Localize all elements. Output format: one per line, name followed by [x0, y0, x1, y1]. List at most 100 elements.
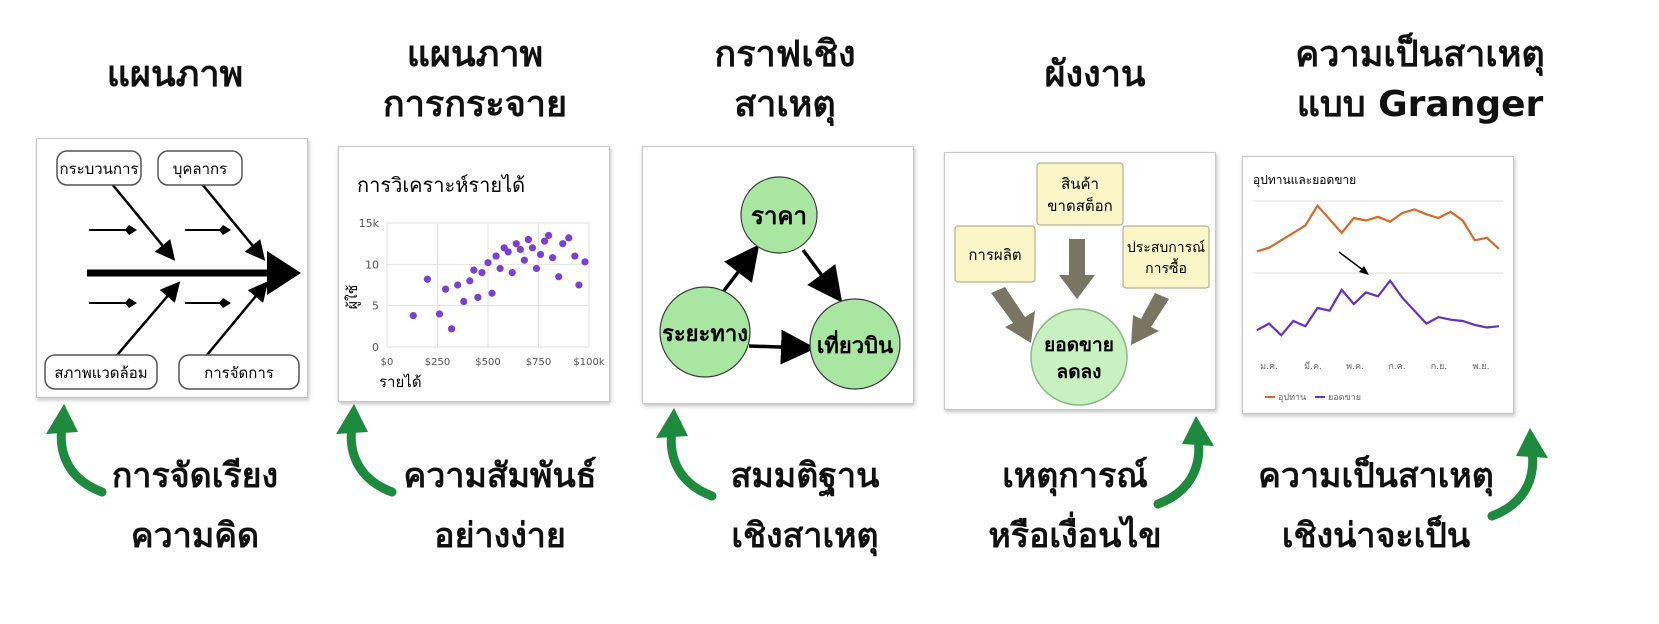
- flow-arrow-experience: [1131, 293, 1169, 345]
- scatter-point: [423, 275, 431, 283]
- granger-x-tick-label: ม.ค.: [1260, 362, 1278, 372]
- scatter-point: [581, 258, 589, 266]
- flow-box-production-label: การผลิต: [968, 246, 1021, 264]
- fishbone-label-management: การจัดการ: [204, 364, 274, 382]
- flow-arrows: [991, 239, 1169, 345]
- flow-result-label-2: ลดลง: [1057, 361, 1102, 383]
- granger-title: ความเป็นสาเหตุ แบบ Granger: [1250, 30, 1590, 130]
- scatter-point: [409, 311, 417, 320]
- flow-title-line: ผังงาน: [1044, 54, 1146, 95]
- curved-arrow-icon: [656, 408, 717, 501]
- scatter-point: [512, 240, 520, 248]
- scatter-point: [549, 254, 557, 262]
- causal-graph: ราคา ระยะทาง เที่ยวบิน: [659, 176, 901, 390]
- granger-panel: อุปทานและยอดขาย ม.ค. มี.ค. พ.ค. ก.ค. ก.ย. พ.ย…: [1242, 156, 1514, 414]
- granger-x-tick-label: ก.ค.: [1388, 362, 1405, 372]
- scatter-caption-line-1: ความสัมพันธ์: [403, 456, 597, 496]
- flow-box-experience-label-2: การซื้อ: [1145, 258, 1187, 277]
- flow-box-experience-label-1: ประสบการณ์: [1127, 239, 1205, 256]
- scatter-y-tick-label: 15k: [359, 217, 380, 230]
- flow-box-experience: [1122, 225, 1210, 289]
- fishbone-diagram: กระบวนการ บุคลากร สภาพแวดล้อม การจัดการ: [44, 150, 301, 390]
- granger-x-tick-label: พ.ค.: [1346, 362, 1364, 372]
- fishbone-label-people: บุคลากร: [173, 160, 227, 179]
- fishbone-title-line: แผนภาพ: [106, 54, 244, 95]
- scatter-point: [532, 264, 541, 273]
- flow-box-production: [954, 225, 1036, 283]
- fishbone-label-box: [44, 354, 158, 390]
- granger-x-tick-label: ก.ย.: [1431, 362, 1447, 372]
- granger-legend-supply: อุปทาน: [1278, 393, 1306, 403]
- causal-title-line-2: สาเหตุ: [734, 84, 836, 125]
- causal-caption-line-1: สมมติฐาน: [730, 456, 880, 496]
- fishbone-label-box: [178, 354, 300, 390]
- scatter-point: [528, 244, 537, 252]
- scatter-point: [488, 289, 496, 297]
- scatter-point: [492, 252, 500, 260]
- scatter-point: [565, 234, 573, 242]
- causal-caption-line-2: เชิงสาเหตุ: [731, 516, 879, 556]
- flow-title: ผังงาน: [960, 50, 1230, 100]
- causal-node-flight-label: เที่ยวบิน: [817, 329, 893, 359]
- fishbone-subrib-head: [219, 298, 231, 308]
- causal-title-line-1: กราฟเชิง: [714, 34, 856, 75]
- scatter-chart: การวิเคราะห์รายได้ 051015k$0$250$500$750…: [344, 173, 605, 391]
- fishbone-title: แผนภาพ: [60, 50, 290, 100]
- scatter-point: [460, 297, 468, 306]
- scatter-point: [555, 273, 563, 281]
- fishbone-label-box: [56, 150, 142, 186]
- flow-result-circle: [1030, 308, 1128, 406]
- scatter-point: [454, 281, 462, 289]
- scatter-point: [435, 310, 444, 318]
- scatter-point: [520, 256, 528, 264]
- scatter-point: [474, 293, 482, 301]
- scatter-x-tick-label: $750: [526, 357, 551, 368]
- causal-panel: ราคา ระยะทาง เที่ยวบิน: [642, 146, 914, 404]
- granger-title-line-1: ความเป็นสาเหตุ: [1295, 34, 1545, 75]
- fishbone-panel: กระบวนการ บุคลากร สภาพแวดล้อม การจัดการ: [36, 138, 308, 398]
- granger-chart-title: อุปทานและยอดขาย: [1253, 173, 1356, 188]
- flow-arrow-production: [991, 287, 1035, 343]
- scatter-x-tick-label: $500: [475, 357, 500, 368]
- fishbone-rib: [201, 183, 266, 261]
- scatter-caption: ความสัมพันธ์ อย่างง่าย: [380, 446, 620, 566]
- fishbone-label-box: [157, 150, 243, 186]
- flow-box-stockout: [1036, 162, 1124, 226]
- scatter-y-axis-label: ผู้ใช้: [344, 285, 361, 310]
- scatter-point: [470, 266, 478, 274]
- causal-edge-distance-price: [721, 244, 760, 294]
- granger-legend-sales: ยอดขาย: [1328, 393, 1361, 403]
- fishbone-caption-line-2: ความคิด: [130, 516, 260, 556]
- fishbone-rib: [111, 183, 176, 261]
- granger-title-line-2: แบบ Granger: [1296, 84, 1544, 125]
- curved-arrow-icon: [46, 404, 107, 497]
- scatter-x-tick-label: $0: [381, 357, 394, 368]
- causal-node-price-label: ราคา: [751, 202, 807, 230]
- fishbone-caption-line-1: การจัดเรียง: [111, 456, 279, 496]
- scatter-point: [559, 240, 567, 248]
- causal-title: กราฟเชิง สาเหตุ: [650, 30, 920, 130]
- scatter-point: [484, 259, 492, 267]
- scatter-x-axis-label: รายได้: [379, 373, 422, 391]
- granger-x-tick-label: มี.ค.: [1304, 361, 1322, 372]
- fishbone-label-environment: สภาพแวดล้อม: [54, 364, 147, 382]
- scatter-title-line-1: แผนภาพ: [406, 34, 544, 75]
- scatter-point: [540, 237, 549, 245]
- fishbone-subrib-head: [125, 298, 137, 308]
- scatter-point: [508, 269, 516, 277]
- granger-caption-line-1: ความเป็นสาเหตุ: [1258, 456, 1494, 496]
- fishbone-rib: [111, 281, 181, 362]
- scatter-x-tick-label: $100k: [573, 357, 604, 368]
- flow-box-stockout-label-2: ขาดสต็อก: [1047, 196, 1112, 215]
- flow-result-label-1: ยอดขาย: [1044, 334, 1114, 356]
- scatter-point: [466, 277, 474, 285]
- curved-arrow-icon: [1487, 428, 1548, 521]
- fishbone-subrib-head: [219, 225, 231, 235]
- causal-edge-price-flight: [801, 248, 843, 303]
- scatter-point: [504, 248, 512, 256]
- flow-arrow-stock: [1059, 239, 1095, 299]
- granger-x-tick-label: พ.ย.: [1473, 362, 1490, 372]
- scatter-point: [441, 285, 450, 293]
- scatter-caption-line-2: อย่างง่าย: [434, 516, 566, 556]
